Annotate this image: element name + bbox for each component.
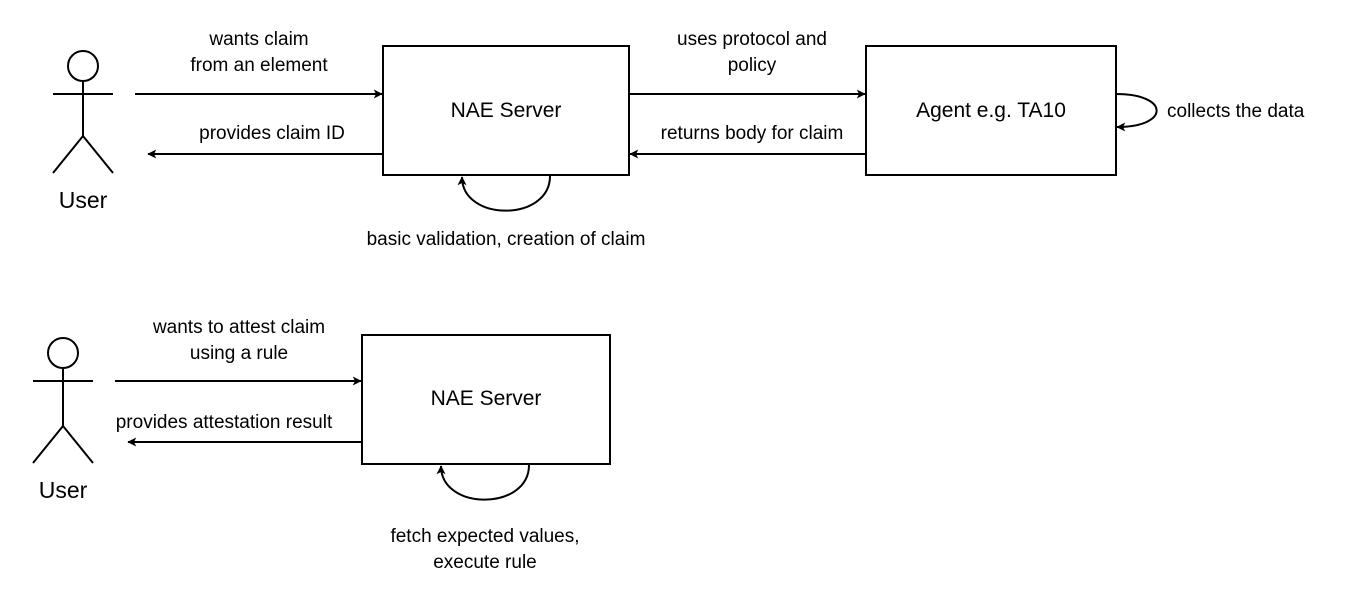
user-actor-1: User	[52, 50, 114, 213]
server-label: NAE Server	[431, 387, 542, 410]
server-loop-arrow	[436, 464, 530, 501]
nae-server-box-2: NAE Server	[361, 334, 611, 465]
user-actor-2: User	[32, 337, 94, 503]
server-loop-label: basic validation, creation of claim	[367, 229, 646, 250]
request-label-line-1: wants to attest claim	[152, 317, 325, 338]
agent-label: Agent e.g. TA10	[916, 99, 1066, 122]
response-label: provides claim ID	[199, 123, 345, 144]
agent-loop-label: collects the data	[1167, 101, 1305, 122]
actor-left-leg	[52, 135, 84, 174]
agent-rect	[865, 45, 1117, 176]
diagram-1: User NAE Server Agent e.g. TA10 wants cl…	[52, 29, 1305, 250]
request-label-line-1: wants claim	[208, 29, 308, 50]
agent-box: Agent e.g. TA10	[865, 45, 1117, 176]
actor-head	[67, 50, 99, 82]
server-loop-label-line-1: fetch expected values,	[390, 526, 579, 547]
actor-head	[47, 337, 79, 369]
actor-left-leg	[32, 425, 64, 464]
request-label-line-2: using a rule	[190, 343, 288, 364]
actor-label: User	[59, 187, 108, 213]
actor-label: User	[39, 477, 88, 503]
diagram-2: User NAE Server wants to attest claim us…	[32, 317, 611, 573]
server-box	[361, 334, 611, 465]
actor-right-leg	[62, 425, 94, 464]
request-label-line-2: from an element	[190, 55, 328, 76]
server-loop-arrow	[457, 175, 551, 212]
response-label: provides attestation result	[116, 412, 333, 433]
return-label: returns body for claim	[661, 123, 844, 144]
agent-loop-arrow	[1115, 93, 1158, 132]
protocol-label-line-2: policy	[728, 55, 777, 76]
actor-right-leg	[82, 135, 114, 174]
nae-server-box-1: NAE Server	[382, 45, 630, 176]
server-loop-label-line-2: execute rule	[433, 552, 537, 573]
server-label: NAE Server	[451, 99, 562, 122]
server-box	[382, 45, 630, 176]
protocol-label-line-1: uses protocol and	[677, 29, 827, 50]
